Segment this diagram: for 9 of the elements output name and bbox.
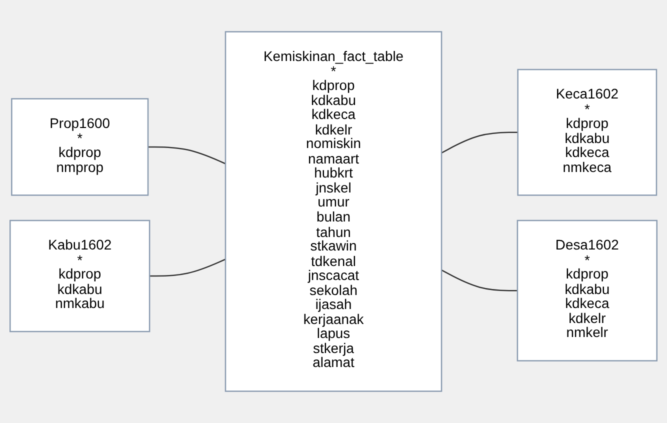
node-box: Kabu1602 * kdprop kdkabu nmkabu	[10, 220, 150, 332]
node-box: Kemiskinan_fact_table * kdprop kdkabu kdkeca kdkelr nomiskin namaart hubkrt jnskel umur bulan tahun stkawin tdkenal jnscacat sekolah ijasah kerjaanak lapus stkerja alamat	[224, 31, 442, 392]
connector	[441, 270, 518, 292]
node-box: Prop1600 * kdprop nmprop	[11, 98, 149, 196]
node-box: Desa1602 * kdprop kdkabu kdkeca kdkelr nmkelr	[516, 220, 658, 362]
connector	[441, 132, 518, 154]
connector	[148, 146, 226, 164]
connector	[150, 258, 226, 277]
node-box: Keca1602 * kdprop kdkabu kdkeca nmkeca	[517, 68, 658, 196]
